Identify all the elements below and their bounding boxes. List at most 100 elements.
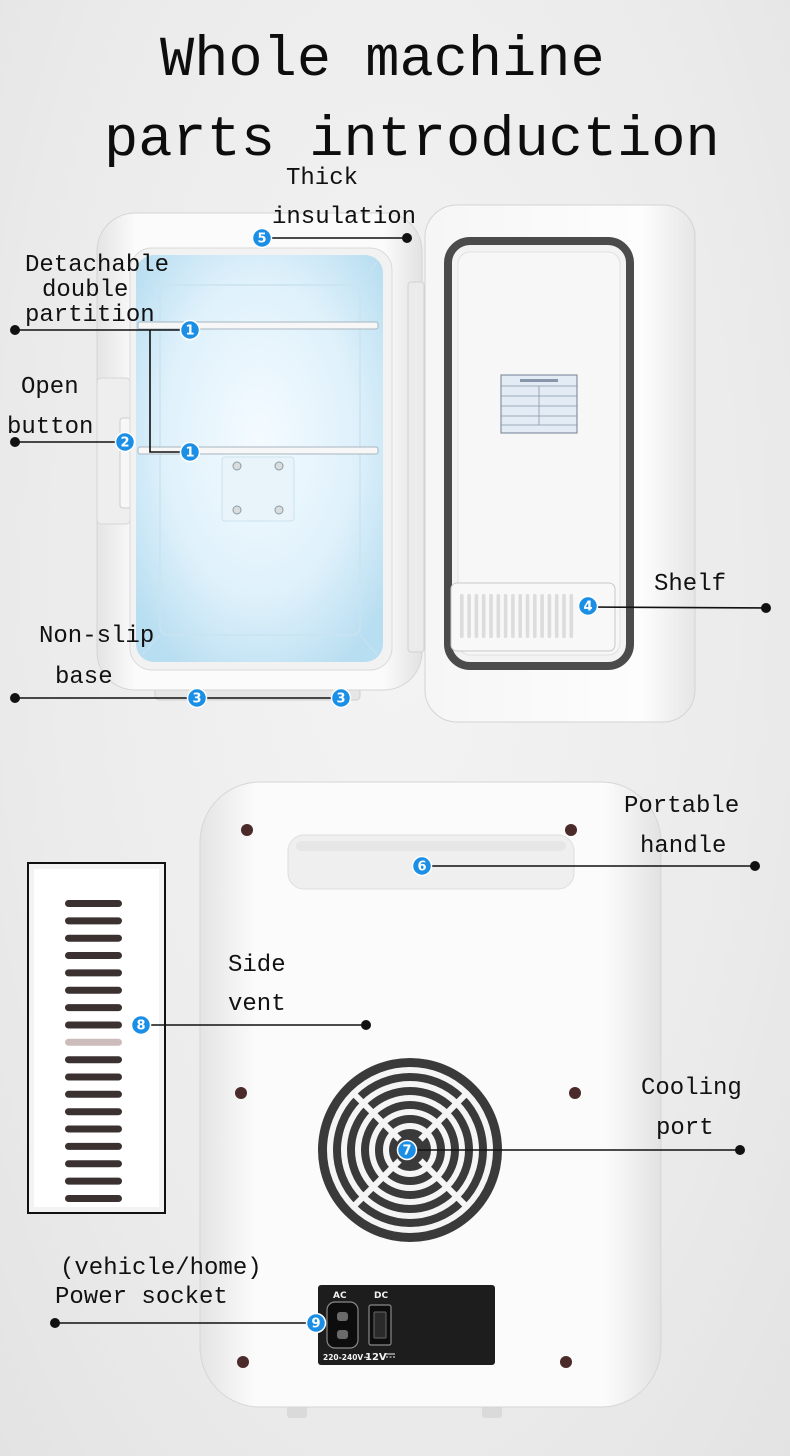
marker-number: 1 — [185, 446, 194, 461]
vent-slot — [65, 1108, 122, 1116]
spec-sticker-heading-bar — [520, 379, 558, 382]
marker-open-button: 2 — [114, 431, 136, 453]
vent-slot — [65, 934, 122, 942]
marker-circle — [251, 227, 273, 249]
interior-back-wall — [159, 284, 361, 636]
marker-number: 6 — [417, 860, 426, 875]
screw — [232, 505, 242, 515]
door-shelf-slot — [562, 594, 566, 638]
door-shelf-slot — [496, 594, 501, 638]
label-shelf: Shelf — [654, 571, 727, 598]
fridge-front-view — [96, 212, 425, 701]
callout-bracket-partition — [149, 330, 190, 453]
mount-hole — [569, 1087, 581, 1099]
marker-base-left: 3 — [186, 687, 208, 709]
marker-circle — [305, 1312, 327, 1334]
vent-slot — [65, 1195, 122, 1202]
spec-sticker — [500, 374, 578, 434]
ac-socket — [326, 1301, 359, 1349]
label-power-socket-2: Power socket — [55, 1284, 228, 1311]
side-panel — [34, 869, 159, 1207]
label-side-vent-2: vent — [228, 991, 286, 1018]
dc-rating: 12V — [365, 1352, 387, 1363]
ac-socket-pin — [337, 1312, 348, 1321]
screw — [274, 505, 284, 515]
marker-circle — [179, 319, 201, 341]
vent-slot — [65, 1125, 122, 1133]
vent-slot — [65, 969, 122, 977]
label-thick-insulation-2: insulation — [272, 204, 417, 231]
door-shelf-slot — [540, 594, 544, 638]
marker-circle — [330, 687, 352, 709]
label-cooling-port-1: Cooling — [641, 1075, 742, 1102]
label-thick-insulation-1: Thick — [286, 165, 359, 192]
mount-hole — [560, 1356, 572, 1368]
callout-dot-side-vent — [361, 1020, 371, 1030]
door-shelf-slot — [525, 594, 530, 638]
mount-hole — [235, 1087, 247, 1099]
part-markers: 5 1 1 2 4 3 3 — [114, 227, 599, 1334]
marker-partition-bottom: 1 — [179, 441, 201, 463]
handle-recess-shadow — [296, 841, 566, 851]
mount-hole — [565, 824, 577, 836]
vent-slot — [65, 986, 122, 994]
edge-bottom-left — [141, 634, 161, 656]
label-side-vent-1: Side — [228, 952, 286, 979]
door-shelf-slot — [547, 594, 552, 638]
fridge-door — [424, 204, 696, 723]
marker-number: 3 — [192, 692, 201, 707]
label-non-slip-base-1: Non-slip — [39, 623, 155, 650]
vent-slot — [65, 1056, 122, 1064]
marker-circle — [179, 441, 201, 463]
side-vent-inset — [27, 862, 166, 1214]
vent-slot — [65, 952, 122, 959]
vent-slot — [65, 1090, 122, 1098]
callout-dot-partition — [10, 325, 20, 335]
marker-number: 8 — [136, 1019, 145, 1034]
marker-insulation: 5 — [251, 227, 273, 249]
marker-cooling-port: 7 — [396, 1139, 418, 1161]
partition-shelf-top — [137, 321, 379, 330]
door-shelf-slot — [511, 594, 515, 638]
marker-number: 1 — [185, 324, 194, 339]
callout-dot-handle — [750, 861, 760, 871]
callout-dot-base — [10, 693, 20, 703]
vent-slot — [65, 1073, 122, 1081]
door-shelf-slot — [489, 594, 493, 638]
callout-dot-cooling — [735, 1145, 745, 1155]
vent-slot — [65, 1021, 122, 1029]
page-title-line-2: parts introduction — [104, 109, 720, 173]
page-title-line-1: Whole machine — [160, 29, 605, 93]
marker-circle — [396, 1139, 418, 1161]
mount-plate — [221, 456, 295, 522]
mount-hole — [237, 1356, 249, 1368]
ac-rating: 220-240V~ — [323, 1353, 370, 1362]
screw — [274, 461, 284, 471]
door-shelf-slot — [474, 594, 479, 638]
marker-partition-top: 1 — [179, 319, 201, 341]
dc-label: DC — [374, 1291, 388, 1301]
vent-slot — [65, 1177, 122, 1185]
label-partition-3: partition — [25, 302, 155, 329]
marker-number: 3 — [336, 692, 345, 707]
marker-handle: 6 — [411, 855, 433, 877]
power-panel: AC DC 220-240V~ 12V — [318, 1285, 495, 1365]
marker-circle — [577, 595, 599, 617]
label-portable-handle-2: handle — [640, 833, 727, 860]
open-button — [119, 417, 132, 509]
door-shelf — [450, 582, 616, 652]
marker-circle — [130, 1014, 152, 1036]
door-shelf-slot — [460, 594, 464, 638]
vent-slot — [65, 1004, 122, 1012]
door-shelf-slot — [533, 594, 537, 638]
label-cooling-port-2: port — [656, 1115, 714, 1142]
marker-number: 4 — [583, 600, 592, 615]
label-partition-2: double — [42, 277, 129, 304]
vent-slot — [65, 900, 122, 907]
label-power-socket-1: (vehicle/home) — [60, 1255, 262, 1282]
callout-lines — [15, 237, 767, 1324]
label-partition-1: Detachable — [25, 252, 170, 279]
vent-slot — [65, 917, 122, 925]
